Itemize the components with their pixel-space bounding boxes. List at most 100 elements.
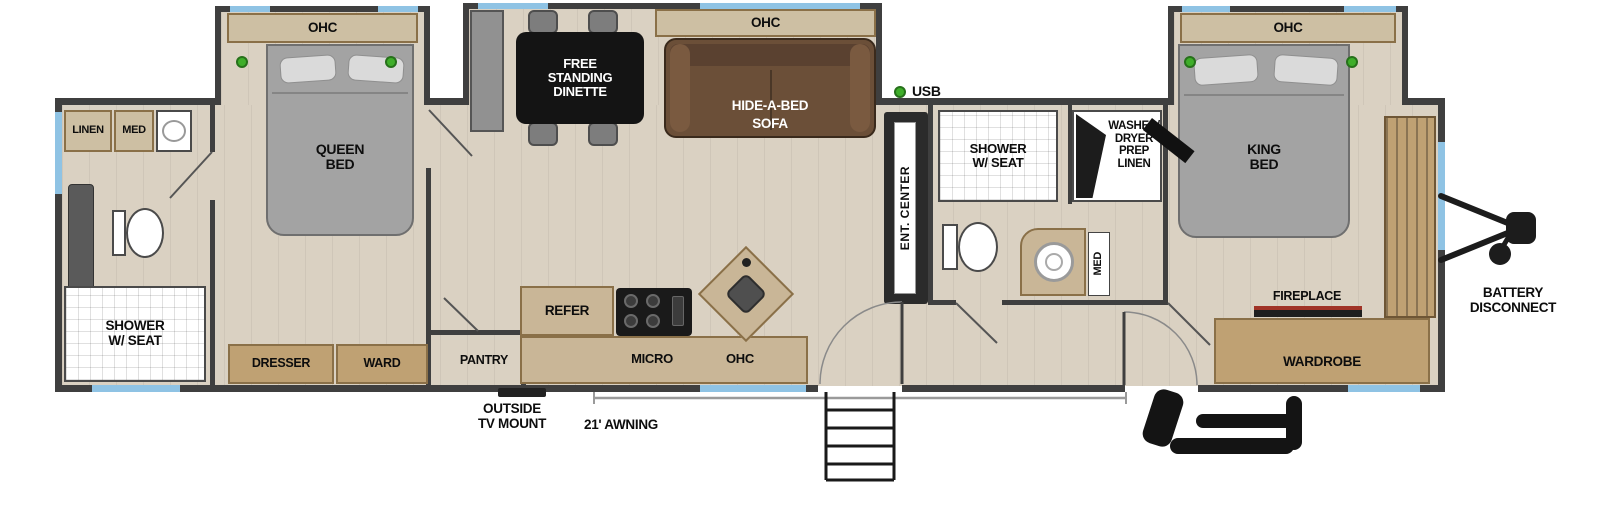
pillow-icon bbox=[1273, 53, 1339, 87]
fireplace bbox=[1254, 306, 1362, 317]
entry-steps-main bbox=[824, 392, 896, 482]
wall-bottom-b bbox=[902, 385, 1125, 392]
reading-light-front-right bbox=[1346, 56, 1358, 68]
outside-tv-label: OUTSIDE TV MOUNT bbox=[477, 401, 547, 431]
bed-seam bbox=[1184, 94, 1344, 96]
wall-top-a bbox=[55, 98, 215, 105]
burner-icon bbox=[646, 294, 660, 308]
ent-center-panel: ENT. CENTER bbox=[894, 122, 916, 294]
wardrobe-rear: WARD bbox=[336, 344, 428, 384]
pillow-icon bbox=[279, 54, 337, 84]
rear-bath-counter bbox=[68, 184, 94, 292]
sofa-label: HIDE-A-BED SOFA bbox=[731, 98, 809, 131]
entertainment-center: ENT. CENTER bbox=[884, 112, 928, 304]
wall-midbath-right bbox=[1163, 104, 1168, 305]
toilet-rear-tank bbox=[112, 210, 126, 256]
vanity-mid bbox=[1020, 228, 1086, 296]
window-slide2-left bbox=[478, 3, 548, 9]
wall-pantry-top bbox=[431, 330, 526, 335]
stove-panel bbox=[672, 296, 684, 326]
window-slide1-right bbox=[378, 6, 418, 12]
bed-seam bbox=[272, 92, 408, 94]
dinette-table: FREE STANDING DINETTE bbox=[516, 32, 644, 124]
reading-light-rear-right bbox=[385, 56, 397, 68]
hide-a-bed-sofa: HIDE-A-BED SOFA bbox=[664, 38, 876, 138]
dresser-label: DRESSER bbox=[251, 356, 311, 371]
hutch-cabinet bbox=[470, 10, 504, 132]
med-cabinet-rear: MED bbox=[114, 110, 154, 152]
med-mid-label: MED bbox=[1092, 252, 1105, 276]
toilet-mid-tank bbox=[942, 224, 958, 270]
window-front-cap bbox=[1438, 142, 1445, 250]
shower-mid-label: SHOWER W/ SEAT bbox=[969, 140, 1027, 170]
toilet-rear-bowl bbox=[126, 208, 164, 258]
shower-rear-label: SHOWER W/ SEAT bbox=[105, 318, 165, 348]
window-bottom-kitchen bbox=[700, 385, 806, 392]
hitch bbox=[1438, 193, 1536, 265]
entry-steps-front bbox=[1142, 389, 1302, 454]
shower-rear: SHOWER W/ SEAT bbox=[64, 286, 206, 382]
awning-line bbox=[593, 392, 1127, 404]
jack-wheel bbox=[1489, 243, 1511, 265]
wall-bottom-a bbox=[55, 385, 818, 392]
step-tread bbox=[1170, 438, 1294, 454]
med-rear-label: MED bbox=[122, 124, 146, 137]
wall-bottom-c bbox=[1198, 385, 1445, 392]
ohc-front-bedroom: OHC bbox=[1180, 13, 1396, 43]
micro-label: MICRO bbox=[631, 351, 673, 366]
wall-top-c bbox=[882, 98, 1168, 105]
sofa-arm bbox=[850, 44, 870, 132]
washer-door-icon bbox=[1076, 114, 1106, 198]
wall-midbath-bottom-a bbox=[928, 300, 956, 305]
battery-disconnect-label: BATTERY DISCONNECT bbox=[1469, 285, 1557, 315]
wall-rear-bath-lower bbox=[210, 200, 215, 386]
step-side bbox=[1142, 389, 1184, 447]
hitch-arm bbox=[1438, 193, 1518, 229]
step-tread bbox=[1196, 414, 1296, 428]
dinette-chair bbox=[528, 10, 558, 34]
window-bottom-front bbox=[1348, 385, 1420, 392]
ward-label: WARD bbox=[363, 356, 401, 371]
sink-drain-icon bbox=[1045, 253, 1063, 271]
linen-label: LINEN bbox=[72, 124, 104, 137]
med-cabinet-mid: MED bbox=[1088, 232, 1110, 296]
pantry-label: PANTRY bbox=[459, 353, 509, 367]
sofa-seam bbox=[770, 70, 772, 130]
window-rear bbox=[55, 112, 62, 194]
wardrobe-front: WARDROBE bbox=[1214, 318, 1430, 384]
wall-left bbox=[55, 98, 62, 392]
hitch-coupler bbox=[1506, 212, 1536, 244]
window-slide3-left bbox=[1182, 6, 1230, 12]
awning-label: 21' AWNING bbox=[584, 417, 658, 432]
refrigerator: REFER bbox=[520, 286, 614, 336]
burner-icon bbox=[624, 314, 638, 328]
dinette-chair bbox=[588, 10, 618, 34]
ohc-rear-label: OHC bbox=[307, 19, 338, 35]
ohc-front-label: OHC bbox=[1273, 19, 1303, 35]
outside-tv-bracket bbox=[498, 388, 546, 397]
sofa-back bbox=[670, 44, 870, 66]
sink-icon bbox=[724, 272, 768, 316]
stove bbox=[616, 288, 692, 336]
usb-indicator bbox=[894, 86, 906, 98]
kitchen-island bbox=[697, 245, 795, 343]
ohc-rear-bedroom: OHC bbox=[227, 13, 418, 43]
burner-icon bbox=[624, 294, 638, 308]
dinette-chair bbox=[528, 122, 558, 146]
sofa-arm bbox=[670, 44, 690, 132]
wall-top-d bbox=[1408, 98, 1445, 105]
refer-label: REFER bbox=[544, 302, 590, 318]
front-wardrobe-cabinet bbox=[1384, 116, 1436, 318]
rear-bath-sink bbox=[156, 110, 192, 152]
king-bed: KING BED bbox=[1178, 44, 1350, 238]
toilet-mid-bowl bbox=[958, 222, 998, 272]
jack-stem bbox=[1499, 236, 1511, 250]
ohc-kitchen-label: OHC bbox=[726, 351, 754, 366]
reading-light-front-left bbox=[1184, 56, 1196, 68]
window-slide2-right bbox=[700, 3, 860, 9]
wardrobe-label: WARDROBE bbox=[1283, 353, 1361, 369]
fireplace-label: FIREPLACE bbox=[1272, 289, 1342, 303]
faucet-icon bbox=[742, 258, 751, 267]
vanity-sink-icon bbox=[1034, 242, 1074, 282]
